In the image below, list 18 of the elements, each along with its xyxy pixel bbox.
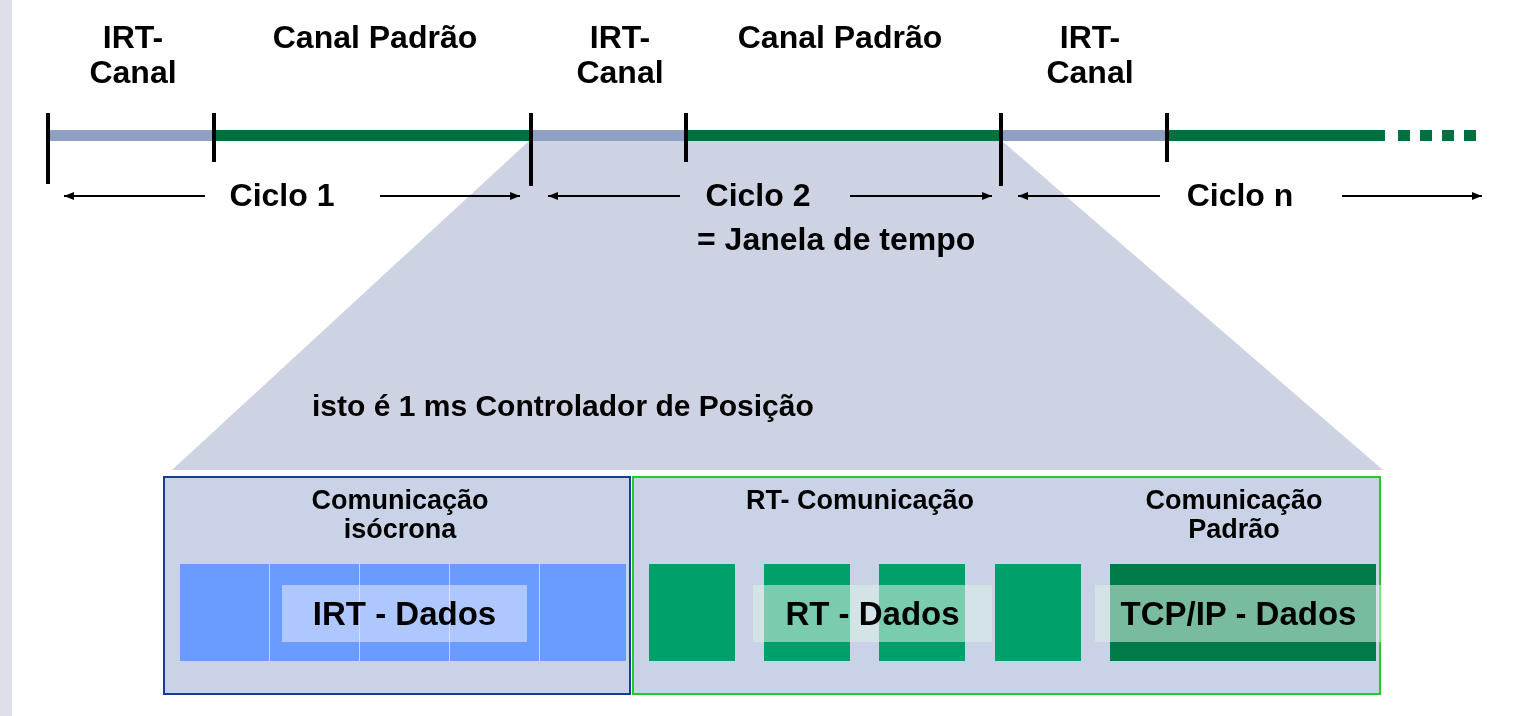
data-label: IRT - Dados bbox=[282, 585, 527, 642]
channel-label: IRT- Canal bbox=[575, 20, 665, 90]
cycle-label: Ciclo n bbox=[1185, 178, 1295, 213]
cycle-label: Ciclo 1 bbox=[228, 178, 336, 213]
channel-label: Canal Padrão bbox=[736, 20, 944, 55]
data-label: RT - Dados bbox=[753, 585, 992, 642]
caption-text: isto é 1 ms Controlador de Posição bbox=[312, 390, 815, 423]
annotation: = Janela de tempo bbox=[697, 222, 977, 257]
data-label: TCP/IP - Dados bbox=[1095, 585, 1382, 642]
communication-panel bbox=[632, 476, 1381, 695]
panel-heading: RT- Comunicação bbox=[744, 486, 975, 516]
panel-heading: Comunicação isócrona bbox=[310, 486, 490, 545]
panel-heading: Comunicação Padrão bbox=[1144, 486, 1324, 545]
communication-panel bbox=[163, 476, 631, 695]
channel-label: IRT- Canal bbox=[1045, 20, 1135, 90]
cycle-label: Ciclo 2 bbox=[704, 178, 812, 213]
channel-label: Canal Padrão bbox=[271, 20, 479, 55]
channel-label: IRT- Canal bbox=[88, 20, 178, 90]
